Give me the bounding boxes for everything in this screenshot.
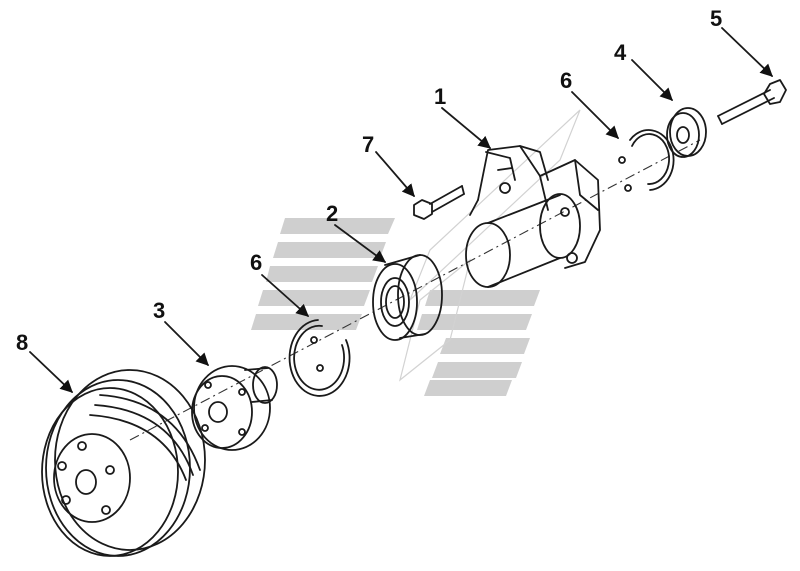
arrow-6-lower	[261, 274, 309, 317]
arrow-4	[631, 59, 673, 101]
part-4-washer[interactable]	[666, 107, 707, 158]
arrow-1	[441, 107, 491, 149]
callout-arrows	[29, 27, 773, 393]
part-6-snap-ring-lower[interactable]	[288, 319, 351, 397]
callout-3: 3	[153, 298, 165, 323]
callout-6-lower: 6	[250, 250, 262, 275]
arrow-2	[334, 224, 387, 263]
callout-6-upper: 6	[560, 68, 572, 93]
arrow-7	[375, 151, 415, 197]
callout-4: 4	[614, 40, 627, 65]
arrow-8	[29, 351, 73, 393]
part-3-hub[interactable]	[191, 365, 278, 451]
callout-5: 5	[710, 6, 722, 31]
callout-2: 2	[326, 201, 338, 226]
part-7-bolt[interactable]	[413, 185, 465, 220]
part-8-pulley[interactable]	[41, 369, 206, 557]
callout-7: 7	[362, 132, 374, 157]
arrow-3	[164, 321, 209, 366]
arrow-5	[721, 27, 773, 77]
watermark-logo	[251, 109, 581, 396]
arrow-6-upper	[571, 91, 619, 139]
center-axis-line	[129, 139, 701, 441]
part-5-bolt[interactable]	[717, 79, 787, 125]
callout-8: 8	[16, 330, 28, 355]
part-2-bearing[interactable]	[372, 254, 443, 341]
callout-1: 1	[434, 84, 446, 109]
part-1-pump-housing[interactable]	[465, 145, 601, 288]
part-6-snap-ring-upper[interactable]	[618, 129, 675, 192]
